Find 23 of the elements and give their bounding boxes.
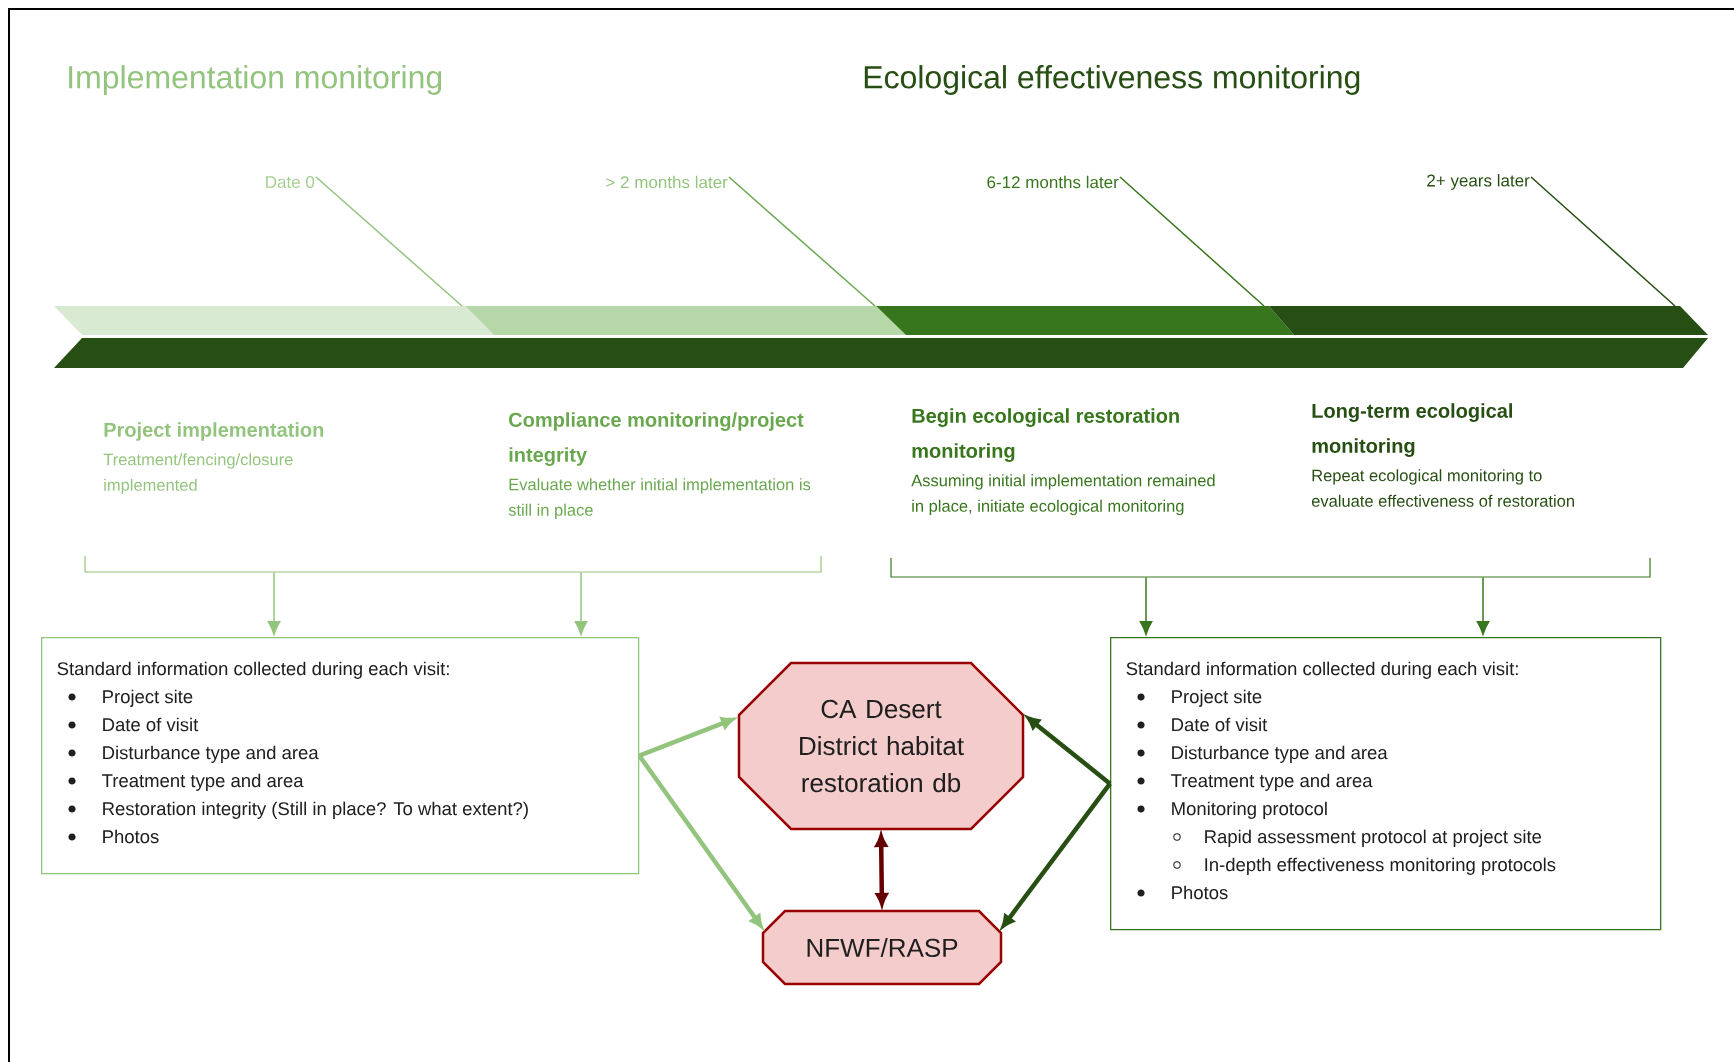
- time-label: 6-12 months later: [987, 175, 1119, 189]
- time-label: > 2 months later: [606, 175, 728, 189]
- time-label: 2+ years later: [1427, 174, 1530, 190]
- phase-description: Project implementation Treatment/fencing/closure implemented: [103, 422, 324, 495]
- leader-line: [728, 176, 876, 307]
- arrow: [1476, 576, 1490, 636]
- phase-description: Compliance monitoring/project integrity Evaluate whether initial implementation is still in place: [508, 412, 811, 520]
- phase-description: Begin ecological restoration monitoring Assuming initial implementation remained in place, initiate ecological monitoring: [911, 408, 1215, 516]
- info-box: Standard information collected during each visit: Project site Date of visit Disturbance type and area Treatment type and area Restoration integrity (Still in place? To what extent?) Photos: [41, 637, 640, 875]
- section-heading: Implementation monitoring: [69, 65, 442, 95]
- leader-line: [315, 176, 463, 307]
- info-box: Standard information collected during each visit: Project site Date of visit Disturbance type and area Treatment type and area Monitoring protocol Rapid assessment protocol at project site In-depth effectiveness monitoring protocols Photos: [1110, 637, 1662, 931]
- section-heading: Ecological effectiveness monitoring: [864, 65, 1360, 95]
- arrow: [574, 571, 588, 636]
- time-label: Date 0: [266, 176, 315, 188]
- database-octagon: NFWF/RASP: [761, 909, 1003, 986]
- database-octagon: CA Desert District habitat restoration db: [737, 661, 1025, 831]
- arrow: [1026, 716, 1112, 786]
- phase-description: Long-term ecological monitoring Repeat ecological monitoring to evaluate effectiveness of restoration: [1311, 403, 1574, 507]
- arrow: [267, 571, 281, 636]
- leader-line: [1530, 176, 1676, 307]
- arrow: [1139, 576, 1153, 636]
- leader-line: [1119, 176, 1265, 307]
